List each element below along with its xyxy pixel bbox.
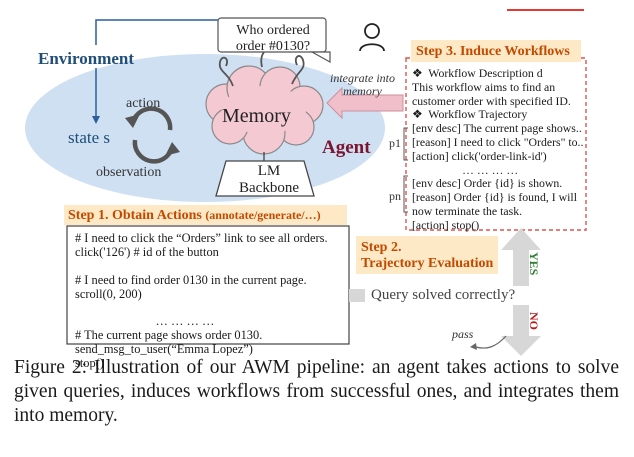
pn-bracket: [403, 175, 408, 213]
state-label: state s: [68, 128, 111, 147]
step1-title-bg: [64, 205, 347, 225]
pass-arrow: [475, 335, 507, 349]
lm-backbone-label: LM Backbone: [239, 163, 299, 196]
step2-title-bg: [356, 236, 498, 274]
agent-title: Agent: [322, 137, 371, 158]
env-to-state-arrowhead: [92, 116, 100, 124]
step3-title: Step 3. Induce Workflows: [416, 44, 570, 59]
pn-label: pn: [389, 189, 401, 203]
step1-title: Step 1. Obtain Actions (annotate/generat…: [68, 208, 321, 224]
p1-label: p1: [389, 136, 401, 150]
speech-bubble-icon: [217, 17, 327, 53]
cycle-arrowhead-top: [125, 114, 140, 128]
p1-bracket: [403, 127, 408, 161]
speech-bubble-tail: [309, 51, 331, 64]
step1-body: # I need to click the “Orders” link to s…: [75, 231, 328, 371]
step1-panel: [66, 225, 350, 345]
no-down-arrow: [501, 305, 541, 356]
person-icon: [359, 23, 385, 52]
yes-label: YES: [527, 252, 541, 276]
integrate-label: integrate into memory: [330, 71, 395, 98]
query-text: Who ordered order #0130?: [235, 23, 311, 54]
step3-body: ❖ Workflow Description d This workflow a…: [412, 66, 584, 232]
yes-up-arrow: [501, 228, 541, 286]
step2-title: Step 2. Trajectory Evaluation: [361, 240, 494, 271]
environment-title: Environment: [38, 49, 135, 68]
memory-label: Memory: [222, 105, 291, 127]
observation-label: observation: [96, 165, 162, 180]
step3-panel: [405, 57, 587, 231]
integrate-arrow: [326, 86, 404, 120]
action-label: action: [126, 96, 161, 111]
step3-title-bg: [411, 40, 581, 62]
query-solved-label: Query solved correctly?: [371, 287, 516, 303]
pass-label: pass: [452, 327, 474, 341]
step1-title-main: Step 1. Obtain Actions: [68, 208, 202, 223]
lm-backbone-box: [215, 160, 315, 197]
step1-to-query-arrow: [349, 289, 365, 302]
memory-cloud: [205, 65, 324, 155]
cycle-arrowhead-bottom: [165, 142, 180, 156]
pass-arrowhead: [470, 343, 477, 350]
step1-subtitle: (annotate/generate/…): [205, 208, 321, 222]
figure-caption: Figure 2: Illustration of our AWM pipeli…: [14, 357, 619, 426]
no-label: NO: [527, 312, 541, 330]
